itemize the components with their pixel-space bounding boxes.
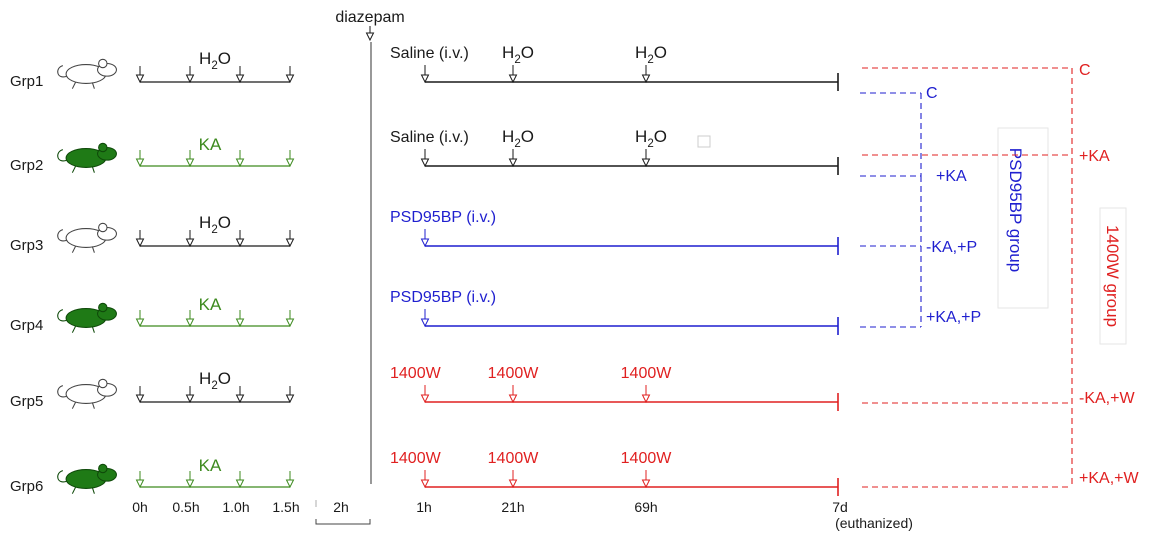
pre-arrow-4-2 — [235, 310, 245, 328]
pre-time-label-2: 1.0h — [222, 499, 249, 515]
pre-arrow-2-3 — [285, 150, 295, 168]
post-arrow-1-1 — [508, 65, 518, 84]
pre-arrow-5-0 — [135, 386, 145, 404]
diazepam-label: diazepam — [335, 9, 404, 26]
group-label-5: Grp5 — [10, 393, 43, 410]
pre-arrow-1-1 — [185, 66, 195, 84]
pre-arrow-4-3 — [285, 310, 295, 328]
group-label-6: Grp6 — [10, 478, 43, 495]
post-arrow-5-1 — [508, 385, 518, 404]
pre-arrow-3-1 — [185, 230, 195, 248]
interval-bracket — [315, 519, 371, 525]
group-label-2: Grp2 — [10, 157, 43, 174]
mouse-icon-5 — [57, 378, 117, 410]
pre-arrow-6-1 — [185, 471, 195, 489]
diazepam-arrow — [365, 26, 375, 42]
pre-arrow-5-2 — [235, 386, 245, 404]
post-arrow-3-0 — [420, 229, 430, 248]
pre-label-1: H2O — [199, 49, 231, 72]
w-group-title: 1400W group — [1103, 225, 1122, 327]
post-arrow-6-0 — [420, 470, 430, 489]
post-label-4-0: PSD95BP (i.v.) — [390, 289, 496, 306]
mouse-icon-6 — [57, 463, 117, 495]
post-label-2-2: H2O — [635, 127, 667, 150]
w-label-1: +KA — [1079, 148, 1110, 165]
pre-arrow-3-3 — [285, 230, 295, 248]
pre-label-3: H2O — [199, 213, 231, 236]
psd-label-3: +KA,+P — [926, 309, 981, 326]
post-time-label-1: 21h — [501, 499, 524, 515]
post-arrow-1-0 — [420, 65, 430, 84]
pre-arrow-3-0 — [135, 230, 145, 248]
pre-arrow-6-3 — [285, 471, 295, 489]
pre-arrow-1-0 — [135, 66, 145, 84]
post-label-5-2: 1400W — [621, 365, 673, 382]
pre-arrow-6-0 — [135, 471, 145, 489]
pre-arrow-6-2 — [235, 471, 245, 489]
pre-arrow-1-3 — [285, 66, 295, 84]
group-label-1: Grp1 — [10, 73, 43, 90]
pre-time-label-3: 1.5h — [272, 499, 299, 515]
pre-label-4: KA — [199, 295, 222, 314]
post-arrow-2-2 — [641, 149, 651, 168]
psd-group-box — [997, 127, 1049, 309]
mouse-icon-4 — [57, 302, 117, 334]
post-label-2-1: H2O — [502, 127, 534, 150]
post-arrow-5-2 — [641, 385, 651, 404]
post-arrow-2-1 — [508, 149, 518, 168]
pre-arrow-5-1 — [185, 386, 195, 404]
pre-time-label-1: 0.5h — [172, 499, 199, 515]
pre-arrow-2-0 — [135, 150, 145, 168]
pre-arrow-4-1 — [185, 310, 195, 328]
group-label-3: Grp3 — [10, 237, 43, 254]
euthanized-label: (euthanized) — [835, 515, 913, 531]
post-label-2-0: Saline (i.v.) — [390, 129, 469, 146]
w-group-box — [1099, 207, 1127, 345]
post-arrow-1-2 — [641, 65, 651, 84]
pre-arrow-2-2 — [235, 150, 245, 168]
post-arrow-5-0 — [420, 385, 430, 404]
post-label-6-2: 1400W — [621, 450, 673, 467]
post-time-label-3: 7d — [832, 499, 848, 515]
mouse-icon-3 — [57, 222, 117, 254]
w-label-0: C — [1079, 62, 1091, 79]
post-label-6-1: 1400W — [488, 450, 540, 467]
interval-label: 2h — [333, 499, 349, 515]
pre-arrow-4-0 — [135, 310, 145, 328]
post-label-1-1: H2O — [502, 43, 534, 66]
pre-label-2: KA — [199, 135, 222, 154]
post-label-1-0: Saline (i.v.) — [390, 45, 469, 62]
group-label-4: Grp4 — [10, 317, 43, 334]
mouse-icon-2 — [57, 142, 117, 174]
placeholder-box — [697, 135, 711, 148]
pre-time-label-0: 0h — [132, 499, 148, 515]
psd-group-title: PSD95BP group — [1006, 148, 1025, 272]
pre-label-5: H2O — [199, 369, 231, 392]
post-label-6-0: 1400W — [390, 450, 442, 467]
psd-label-2: -KA,+P — [926, 239, 977, 256]
post-label-1-2: H2O — [635, 43, 667, 66]
w-label-2: -KA,+W — [1079, 390, 1135, 407]
pre-label-6: KA — [199, 456, 222, 475]
pre-arrow-5-3 — [285, 386, 295, 404]
post-arrow-6-1 — [508, 470, 518, 489]
pre-arrow-2-1 — [185, 150, 195, 168]
pre-arrow-3-2 — [235, 230, 245, 248]
post-arrow-2-0 — [420, 149, 430, 168]
w-label-3: +KA,+W — [1079, 470, 1139, 487]
post-label-5-1: 1400W — [488, 365, 540, 382]
post-arrow-4-0 — [420, 309, 430, 328]
psd-label-0: C — [926, 85, 938, 102]
psd-label-1: +KA — [936, 168, 967, 185]
post-time-label-0: 1h — [416, 499, 432, 515]
post-time-label-2: 69h — [634, 499, 657, 515]
post-arrow-6-2 — [641, 470, 651, 489]
mouse-icon-1 — [57, 58, 117, 90]
post-label-3-0: PSD95BP (i.v.) — [390, 209, 496, 226]
post-label-5-0: 1400W — [390, 365, 442, 382]
pre-arrow-1-2 — [235, 66, 245, 84]
